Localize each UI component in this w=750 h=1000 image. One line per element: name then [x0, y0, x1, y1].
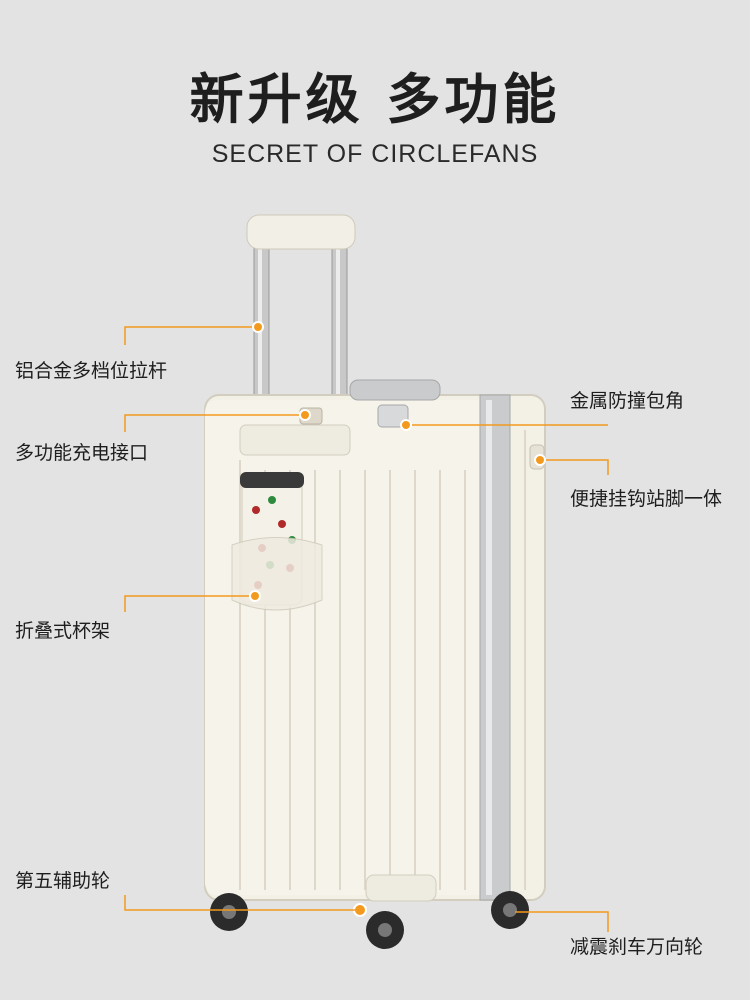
callout-lines	[124, 326, 609, 932]
feature-label-corner-guard: 金属防撞包角	[570, 390, 685, 412]
suitcase-body	[204, 379, 546, 902]
page-title: 新升级 多功能	[189, 68, 561, 131]
feature-label-handle: 铝合金多档位拉杆	[15, 360, 168, 382]
telescopic-handle	[246, 214, 356, 441]
wheels	[210, 891, 529, 949]
feature-label-cup-holder: 折叠式杯架	[15, 620, 111, 642]
page-subtitle: SECRET OF CIRCLEFANS	[211, 140, 539, 168]
feature-label-brake-wheels: 减震刹车万向轮	[570, 936, 704, 958]
feature-label-hook-stand: 便捷挂钩站脚一体	[570, 488, 723, 510]
feature-label-charging-port: 多功能充电接口	[15, 442, 149, 464]
feature-label-fifth-wheel: 第五辅助轮	[15, 870, 111, 892]
callout-dots	[249, 321, 546, 602]
